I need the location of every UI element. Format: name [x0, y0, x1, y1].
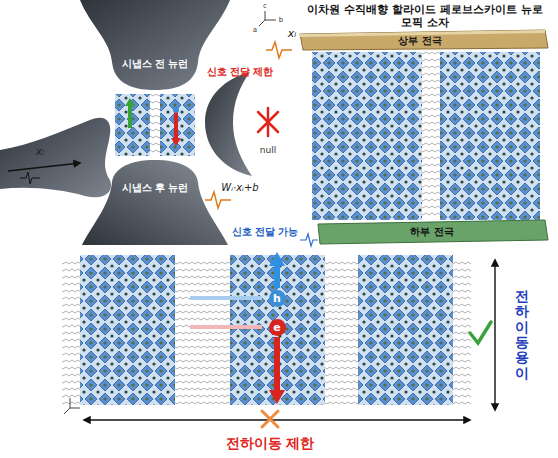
node-label: 상부 전극 — [398, 34, 441, 48]
bottom-electrode: 하부 전극 — [407, 224, 456, 240]
charge-letter: h — [273, 292, 281, 305]
node-label: 시냅스 전 뉴런 — [122, 57, 189, 71]
signal-symbol: xᵢ — [288, 27, 296, 40]
pass-note: 신호 전달 가능 — [232, 226, 299, 238]
axis-letter: b — [279, 16, 283, 24]
limited-transport-label: 전하이동 제한 — [226, 435, 315, 452]
charge-letter: e — [273, 321, 280, 334]
axis-letter: a — [253, 26, 257, 34]
node-label: 하부 전극 — [410, 225, 453, 239]
null-label: null — [260, 145, 276, 156]
top-electrode: 상부 전극 — [395, 33, 444, 49]
hole-circle: h — [269, 290, 286, 307]
panel-title: 이차원 수직배향 할라이드 페로브스카이트 뉴로모픽 소자 — [305, 3, 545, 29]
weight-formula: Wᵢ·xᵢ+b — [221, 182, 258, 194]
postsynaptic-neuron: 시냅스 후 뉴런 — [119, 180, 192, 196]
presynaptic-neuron: 시냅스 전 뉴런 — [119, 56, 192, 72]
blocked-note: 신호 전달 제한 — [207, 66, 274, 78]
axis-letter: c — [263, 2, 267, 10]
easy-transport-label: 전하이동 용이 — [515, 289, 529, 381]
signal-symbol: xᵢ — [36, 145, 44, 158]
node-label: 시냅스 후 뉴런 — [122, 181, 189, 195]
electron-circle: e — [269, 319, 286, 336]
